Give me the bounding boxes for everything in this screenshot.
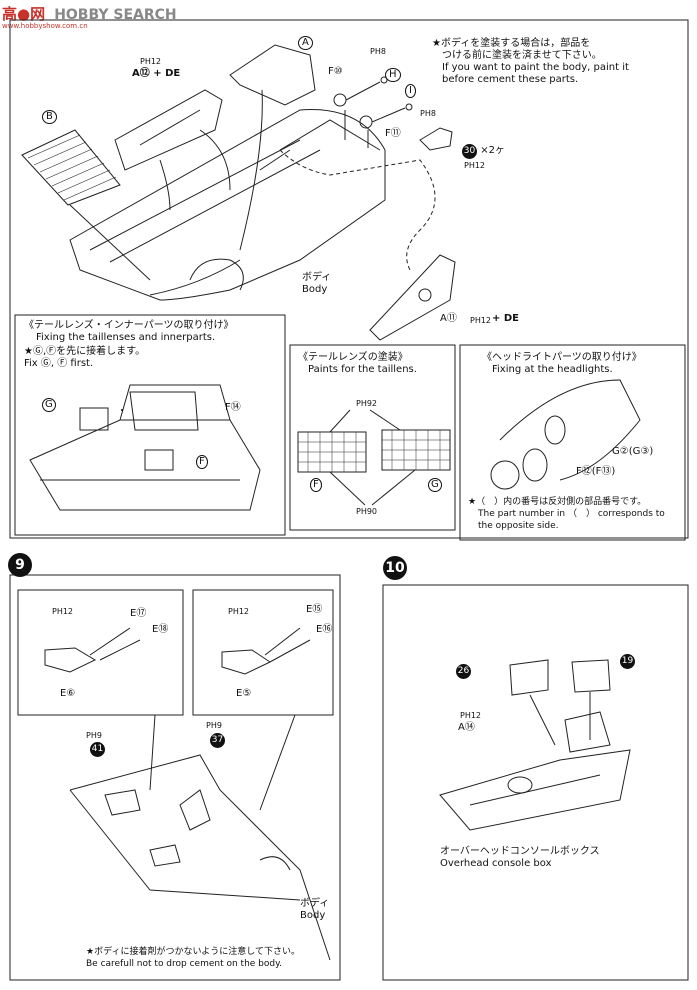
headlight-note-en-2: the opposite side. [478, 521, 559, 531]
taillens-paint-title-en: Paints for the taillens. [308, 364, 417, 375]
watermark-url: www.hobbyshow.com.cn [2, 22, 88, 30]
body-label-en: Body [302, 284, 328, 295]
taillens-label-f: F [196, 455, 208, 469]
taillens-label-f14: F⑭ [225, 402, 241, 413]
step9-ph9-b: PH9 [206, 721, 222, 730]
taillens-inner-title: 《テールレンズ・インナーパーツの取り付け》 Fixing the taillen… [24, 320, 234, 370]
part-30-number: 30 [462, 144, 477, 159]
step9-right-e15: E⑮ [306, 604, 323, 615]
step9-ph9-a: PH9 [86, 731, 102, 740]
step10-caption-jp: オーバーヘッドコンソールボックス [440, 846, 600, 857]
step9-note: ★ボディに接着剤がつかないように注意して下さい。 Be carefull not… [86, 946, 300, 970]
step9-left-ph12: PH12 [52, 607, 74, 616]
step9-body-en: Body [300, 910, 326, 921]
part-label-plus-de: + DE [492, 313, 519, 324]
step9-note-jp: ★ボディに接着剤がつかないように注意して下さい。 [86, 947, 300, 957]
headlight-note-en-1: The part number in （ ） corresponds to [478, 509, 665, 519]
watermark-search-text: HOBBY SEARCH [54, 7, 177, 23]
paint-note-en-2: before cement these parts. [442, 74, 579, 85]
part-label-30: 30 ×2ヶ [462, 144, 505, 159]
step10-caption: オーバーヘッドコンソールボックス Overhead console box [440, 846, 600, 870]
step9-left-e6: E⑥ [60, 688, 76, 699]
part-label-B: B [42, 110, 57, 124]
headlight-label-f: F⑫(F⑬) [576, 466, 616, 477]
paint-code-ph92: PH92 [356, 399, 378, 408]
taillens-inner-note-en: Fix Ⓖ, Ⓕ first. [24, 358, 94, 369]
paint-label-g: G [428, 478, 442, 492]
step9-right-e5: E⑤ [236, 688, 252, 699]
part-label-H: H [385, 68, 401, 82]
step10-part-19: 19 [620, 654, 635, 669]
headlight-title-jp: 《ヘッドライトパーツの取り付け》 [482, 352, 642, 363]
paint-code-ph90: PH90 [356, 507, 378, 516]
step10-ph12: PH12 [460, 711, 482, 720]
taillens-label-g: G [42, 398, 56, 412]
body-label-jp: ボディ [302, 272, 332, 283]
headlight-note-jp: ★（ ）内の番号は反対側の部品番号です。 [468, 497, 647, 507]
step10-part-26: 26 [456, 664, 471, 679]
part-label-f10: F⑩ [328, 66, 343, 77]
step9-body-jp: ボディ [300, 898, 330, 909]
paint-code-ph8-a: PH8 [370, 47, 386, 56]
paint-code-ph12-a: PH12 [140, 57, 162, 66]
part-label-a12-de: A⑫ + DE [132, 68, 181, 79]
paint-code-ph8-b: PH8 [420, 109, 436, 118]
step9-left-e18: E⑱ [152, 624, 169, 635]
part-30-quantity: ×2ヶ [480, 145, 505, 156]
paint-note-en-1: If you want to paint the body, paint it [442, 62, 629, 73]
part-label-a11: A⑪ [440, 313, 457, 324]
car-body-outline [69, 109, 386, 301]
headlight-title-en: Fixing at the headlights. [492, 364, 613, 375]
step9-right-ph12: PH12 [228, 607, 250, 616]
step10-caption-en: Overhead console box [440, 858, 552, 869]
taillens-paint-title-jp: 《テールレンズの塗装》 [298, 352, 408, 363]
headlight-title: 《ヘッドライトパーツの取り付け》 Fixing at the headlight… [482, 352, 642, 376]
step9-left-e17: E⑰ [130, 608, 147, 619]
headlight-note: ★（ ）内の番号は反対側の部品番号です。 The part number in … [468, 496, 665, 532]
step9-part-41: 41 [90, 742, 105, 757]
step-9-badge: 9 [8, 553, 32, 577]
paint-label-f: F [310, 478, 322, 492]
headlight-label-g: G②(G③) [612, 446, 654, 457]
step9-part-37: 37 [210, 733, 225, 748]
paint-note-jp-2: つける前に塗装を済ませて下さい。 [442, 50, 602, 61]
step10-a14: A⑭ [458, 722, 475, 733]
taillens-inner-title-en: Fixing the taillenses and innerparts. [36, 332, 216, 343]
paint-code-ph12-b: PH12 [464, 161, 486, 170]
taillens-inner-title-jp: 《テールレンズ・インナーパーツの取り付け》 [24, 320, 234, 331]
paint-note-jp-1: ★ボディを塗装する場合は，部品を [432, 38, 591, 49]
step-10-badge: 10 [383, 556, 407, 580]
part-label-A: A [298, 36, 313, 50]
step9-note-en: Be carefull not to drop cement on the bo… [86, 959, 283, 969]
watermark-logo-text: 高●网 [2, 5, 46, 23]
paint-note: ★ボディを塗装する場合は，部品を つける前に塗装を済ませて下さい。 If you… [432, 38, 629, 86]
paint-code-ph12-c: PH12 [470, 316, 492, 325]
watermark-logo: 高●网 HOBBY SEARCH www.hobbyshow.com.cn [2, 3, 177, 30]
taillens-paint-title: 《テールレンズの塗装》 Paints for the taillens. [298, 352, 417, 376]
taillens-inner-note-jp: ★Ⓖ,Ⓕを先に接着します。 [24, 346, 146, 357]
step9-right-e16: E⑯ [316, 624, 333, 635]
part-label-f11: F⑪ [385, 128, 401, 139]
part-label-I: I [405, 84, 416, 98]
